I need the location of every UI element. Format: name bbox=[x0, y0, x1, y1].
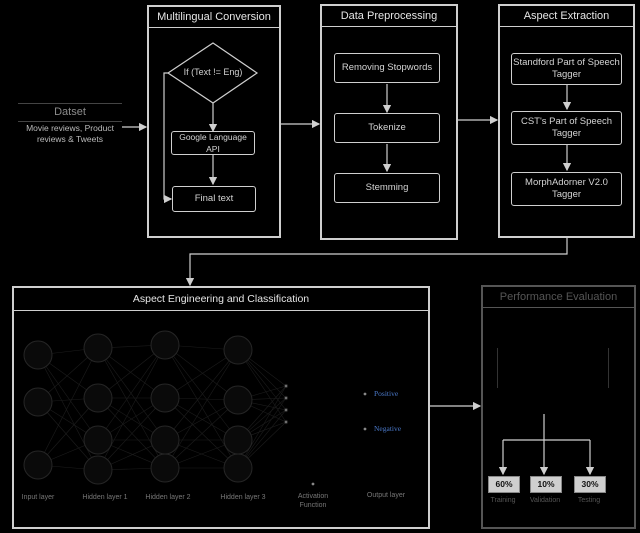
split-label: Training bbox=[490, 497, 516, 504]
nn-neuron bbox=[223, 453, 253, 483]
nn-output-dot bbox=[363, 392, 367, 396]
google-api-box: Google Language API bbox=[171, 131, 255, 155]
nn-neuron bbox=[83, 383, 113, 413]
nn-neuron bbox=[223, 335, 253, 365]
nn-neuron bbox=[283, 395, 289, 401]
split-label: Testing bbox=[577, 497, 601, 504]
layer-label: Input layer bbox=[21, 494, 55, 501]
nn-neuron bbox=[150, 425, 180, 455]
layer-label: Hidden layer 1 bbox=[82, 494, 128, 501]
nn-connection bbox=[37, 347, 99, 466]
nn-connection bbox=[37, 397, 99, 466]
nn-connection bbox=[37, 354, 99, 441]
nn-connection bbox=[97, 344, 166, 441]
engineering-panel: Aspect Engineering and Classification bbox=[12, 286, 430, 529]
multilingual-panel: Multilingual Conversion bbox=[147, 5, 281, 238]
extraction-step: Standford Part of Speech Tagger bbox=[511, 53, 622, 85]
nn-connection bbox=[97, 397, 166, 471]
output-positive: Positive bbox=[374, 389, 399, 398]
nn-neuron bbox=[83, 333, 113, 363]
nn-output-dot bbox=[363, 427, 367, 431]
layer-label: Hidden layer 3 bbox=[220, 494, 266, 501]
nn-neuron bbox=[150, 383, 180, 413]
nn-connection bbox=[97, 347, 166, 441]
nn-neuron bbox=[223, 425, 253, 455]
layer-label: Activation Function bbox=[297, 493, 329, 509]
decision-label: If (Text != Eng) bbox=[183, 67, 243, 77]
split-label: Validation bbox=[529, 497, 561, 504]
preprocessing-step: Tokenize bbox=[334, 113, 440, 143]
split-validation: 10% bbox=[530, 476, 562, 493]
preprocessing-title: Data Preprocessing bbox=[322, 6, 456, 27]
nn-neuron bbox=[83, 425, 113, 455]
nn-neuron bbox=[23, 450, 53, 480]
nn-neuron bbox=[283, 419, 289, 425]
final-text-box: Final text bbox=[172, 186, 256, 212]
extraction-step: CST's Part of Speech Tagger bbox=[511, 111, 622, 145]
nn-neuron bbox=[23, 340, 53, 370]
evaluation-title: Performance Evaluation bbox=[483, 287, 634, 308]
nn-neuron bbox=[150, 453, 180, 483]
output-negative: Negative bbox=[374, 424, 402, 433]
nn-neuron bbox=[150, 330, 180, 360]
aspect-extraction-panel: Aspect Extraction bbox=[498, 4, 635, 238]
nn-connection bbox=[164, 344, 239, 401]
nn-neuron bbox=[283, 383, 289, 389]
nn-connection bbox=[164, 344, 239, 441]
nn-neuron bbox=[223, 385, 253, 415]
arrow-extraction-to-engineering bbox=[185, 238, 568, 287]
evaluation-chart-placeholder bbox=[497, 348, 609, 388]
nn-connection bbox=[164, 397, 239, 469]
nn-connection bbox=[164, 349, 239, 441]
dataset-block: Datset Movie reviews, Product reviews & … bbox=[18, 103, 122, 149]
dataset-subtitle: Movie reviews, Product reviews & Tweets bbox=[26, 123, 114, 144]
layer-label: Output layer bbox=[366, 492, 406, 499]
nn-connection bbox=[164, 349, 239, 469]
preprocessing-step: Removing Stopwords bbox=[334, 53, 440, 83]
dataset-title: Datset bbox=[18, 103, 122, 122]
nn-connection bbox=[37, 354, 99, 471]
multilingual-title: Multilingual Conversion bbox=[149, 7, 279, 28]
preprocessing-step: Stemming bbox=[334, 173, 440, 203]
nn-activation-dot bbox=[311, 482, 315, 486]
nn-connection bbox=[97, 397, 166, 469]
nn-connection bbox=[237, 385, 287, 469]
preprocessing-panel: Data Preprocessing bbox=[320, 4, 458, 240]
aspect-extraction-title: Aspect Extraction bbox=[500, 6, 633, 27]
decision-diamond bbox=[166, 42, 259, 104]
nn-neuron bbox=[23, 387, 53, 417]
layer-label: Hidden layer 2 bbox=[145, 494, 191, 501]
split-testing: 30% bbox=[574, 476, 606, 493]
engineering-title: Aspect Engineering and Classification bbox=[14, 288, 428, 311]
split-training: 60% bbox=[488, 476, 520, 493]
nn-neuron bbox=[83, 455, 113, 485]
evaluation-panel: Performance Evaluation bbox=[481, 285, 636, 529]
nn-neuron bbox=[283, 407, 289, 413]
nn-connection bbox=[164, 349, 239, 399]
nn-connection bbox=[164, 399, 239, 469]
nn-connection bbox=[37, 401, 99, 471]
extraction-step: MorphAdorner V2.0 Tagger bbox=[511, 172, 622, 206]
